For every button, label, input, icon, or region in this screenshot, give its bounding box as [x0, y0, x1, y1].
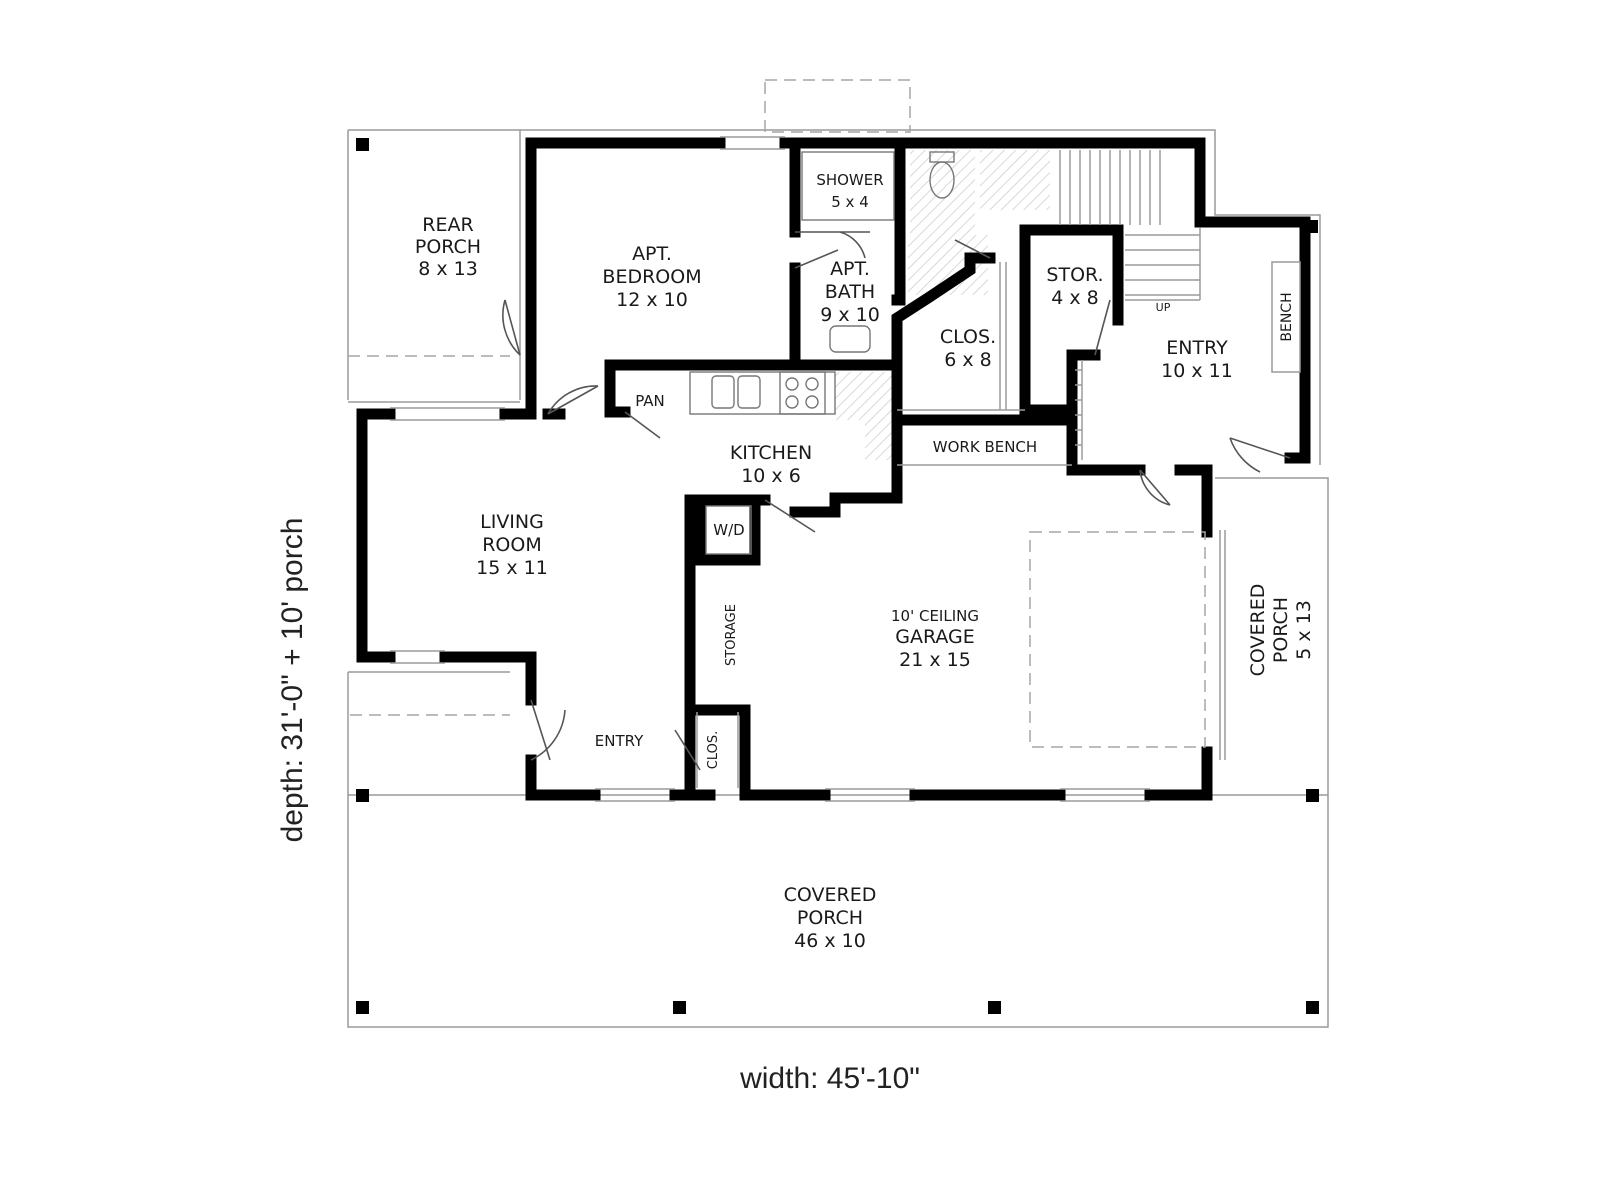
- label-living-room-size: 15 x 11: [476, 557, 548, 579]
- label-covered-porch-front-size: 46 x 10: [794, 930, 866, 952]
- label-clos-small: CLOS.: [706, 731, 721, 769]
- label-pan: PAN: [635, 392, 665, 410]
- label-apt-bedroom: APT.: [632, 243, 672, 265]
- label-living-room: LIVING: [480, 511, 544, 533]
- interior-lines: [390, 136, 1301, 802]
- label-rear-porch-2: PORCH: [415, 236, 481, 258]
- label-shower-size: 5 x 4: [831, 193, 869, 211]
- label-rear-porch: REAR: [422, 214, 473, 236]
- label-clos-center: CLOS.: [940, 326, 996, 348]
- label-shower: SHOWER: [816, 171, 883, 189]
- label-covered-porch-side-2: PORCH: [1270, 597, 1292, 663]
- depth-dimension: depth: 31'-0" + 10' porch: [276, 518, 309, 843]
- label-living-room-2: ROOM: [482, 534, 542, 556]
- label-entry-front: ENTRY: [595, 732, 644, 750]
- porch-posts: [356, 138, 1319, 1014]
- label-covered-porch-side-size: 5 x 13: [1293, 600, 1315, 660]
- hatched-areas: [835, 150, 1050, 460]
- label-covered-porch-front: COVERED: [784, 884, 877, 906]
- label-apt-bath: APT.: [830, 258, 870, 280]
- label-covered-porch-side: COVERED: [1247, 584, 1269, 677]
- label-apt-bath-2: BATH: [825, 281, 875, 303]
- label-garage: GARAGE: [895, 626, 975, 648]
- label-stor-size: 4 x 8: [1051, 287, 1099, 309]
- label-apt-bedroom-2: BEDROOM: [602, 266, 701, 288]
- label-bench: BENCH: [1279, 292, 1295, 341]
- label-clos-center-size: 6 x 8: [944, 349, 992, 371]
- label-apt-bath-size: 9 x 10: [820, 304, 880, 326]
- room-labels: REAR PORCH 8 x 13 APT. BEDROOM 12 x 10 S…: [415, 171, 1315, 952]
- width-dimension: width: 45'-10": [739, 1062, 920, 1095]
- label-kitchen-size: 10 x 6: [741, 465, 801, 487]
- label-covered-porch-front-2: PORCH: [797, 907, 863, 929]
- label-entry-right: ENTRY: [1166, 337, 1228, 359]
- label-work-bench: WORK BENCH: [933, 438, 1037, 456]
- label-wd: W/D: [713, 521, 744, 539]
- fixtures: [689, 151, 955, 555]
- label-stor: STOR.: [1046, 264, 1103, 286]
- label-garage-size: 21 x 15: [899, 649, 971, 671]
- doors: [502, 231, 1291, 771]
- porch-outlines: [347, 79, 1329, 1028]
- walls: [356, 137, 1311, 801]
- label-rear-porch-size: 8 x 13: [418, 258, 478, 280]
- label-up: UP: [1156, 301, 1171, 314]
- label-entry-right-size: 10 x 11: [1161, 360, 1233, 382]
- dimension-labels: depth: 31'-0" + 10' porch width: 45'-10": [276, 518, 920, 1095]
- label-storage: STORAGE: [724, 604, 739, 666]
- label-kitchen: KITCHEN: [730, 442, 812, 464]
- label-garage-ceiling: 10' CEILING: [891, 607, 979, 625]
- label-apt-bedroom-size: 12 x 10: [616, 289, 688, 311]
